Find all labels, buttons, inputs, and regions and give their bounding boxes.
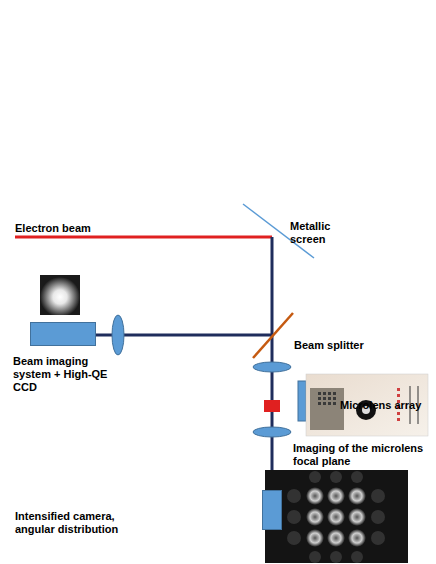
camera-box — [262, 490, 282, 530]
microlens-plate — [298, 381, 306, 421]
component-label: Electron beam — [15, 222, 135, 235]
camera-label: Intensified camera, angular distribution — [15, 510, 140, 536]
component-label: Beam splitter — [294, 339, 414, 352]
camera-node: Intensified camera, angular distribution — [262, 490, 282, 530]
angular-distribution-image — [265, 470, 408, 563]
lens — [112, 315, 124, 355]
beam-splitter — [253, 313, 293, 358]
lens — [253, 362, 291, 372]
camera-node: Beam imaging system + High-QE CCD — [30, 322, 96, 346]
focal-element — [264, 400, 280, 412]
camera-label: Beam imaging system + High-QE CCD — [13, 355, 125, 394]
camera-box — [30, 322, 96, 346]
component-label: Microlens array — [340, 399, 435, 412]
beam-image — [40, 275, 80, 315]
lens — [253, 427, 291, 437]
component-label: Metallic screen — [290, 220, 350, 246]
electron-beam — [15, 236, 272, 239]
component-label: Imaging of the microlens focal plane — [293, 442, 436, 468]
